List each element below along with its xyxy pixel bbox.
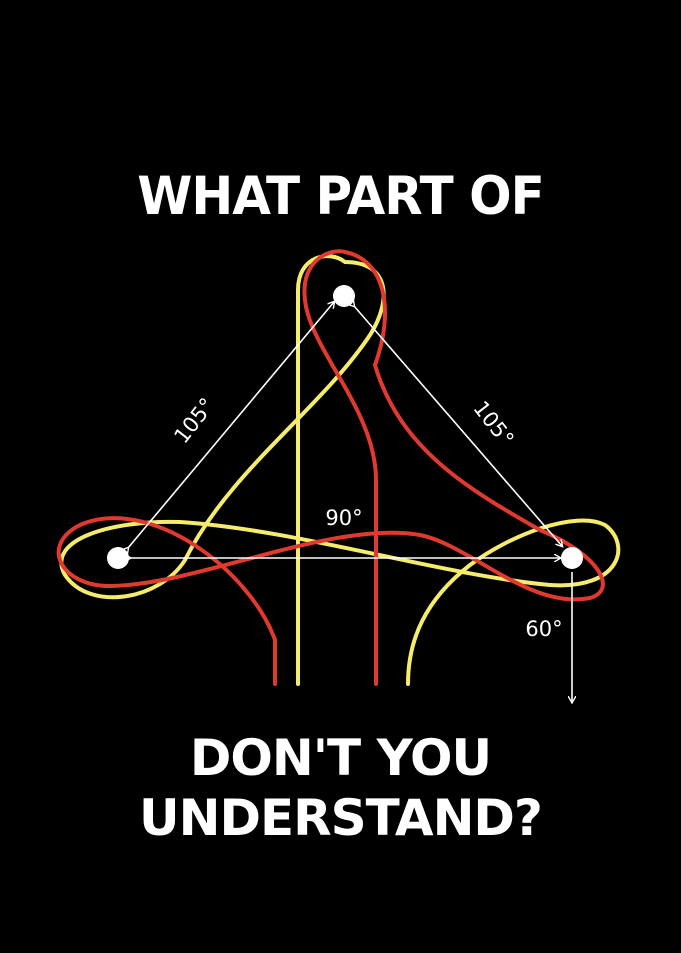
right-edge-arrow xyxy=(354,306,562,546)
left-edge-arrow xyxy=(128,302,334,548)
angle-label-vertical: 60° xyxy=(525,617,562,641)
guide-lines xyxy=(128,302,572,702)
angle-label-base: 90° xyxy=(325,506,362,530)
left-vertex-dot xyxy=(107,547,129,569)
headline-top: WHAT PART OF xyxy=(137,165,545,227)
red-strand xyxy=(56,249,605,686)
top-vertex-dot xyxy=(333,285,355,307)
right-vertex-dot xyxy=(561,547,583,569)
angle-label-right-edge: 105° xyxy=(468,396,518,451)
angle-label-left-edge: 105° xyxy=(169,393,219,448)
headline-bottom: DON'T YOU UNDERSTAND? xyxy=(139,729,543,847)
